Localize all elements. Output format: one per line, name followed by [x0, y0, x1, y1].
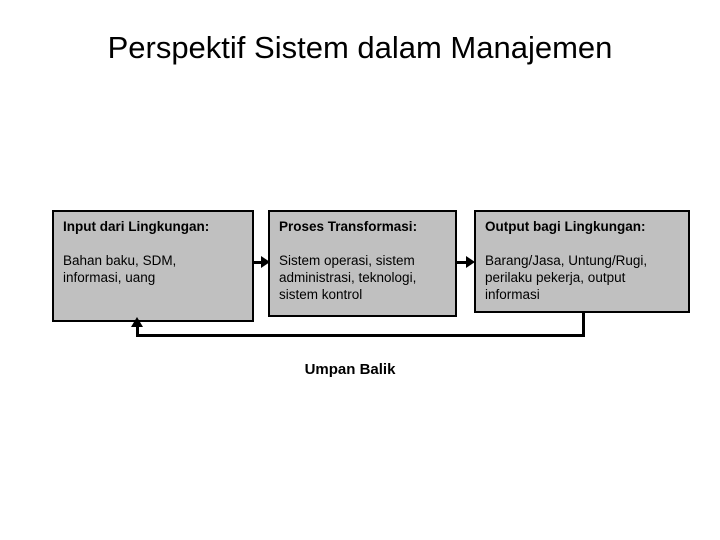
arrow-shaft	[254, 261, 262, 264]
feedback-connector-horizontal	[136, 334, 585, 337]
node-input-body: Bahan baku, SDM, informasi, uang	[63, 253, 177, 285]
arrow-right-icon-input-to-process	[254, 256, 270, 269]
node-process-header: Proses Transformasi:	[279, 219, 418, 234]
arrow-head	[261, 256, 270, 268]
node-output-header: Output bagi Lingkungan:	[485, 219, 646, 234]
arrow-head	[466, 256, 475, 268]
arrow-up-icon-feedback	[131, 317, 143, 327]
arrow-right-icon-process-to-output	[457, 256, 475, 269]
node-output-body: Barang/Jasa, Untung/Rugi, perilaku peker…	[485, 253, 648, 302]
feedback-connector-vertical-right	[582, 313, 585, 336]
page-title: Perspektif Sistem dalam Manajemen	[107, 30, 613, 65]
diagram-node-input[interactable]: Input dari Lingkungan: Bahan baku, SDM, …	[52, 210, 254, 322]
node-input-header: Input dari Lingkungan:	[63, 219, 210, 234]
feedback-label: Umpan Balik	[304, 361, 396, 378]
node-process-body: Sistem operasi, sistem administrasi, tek…	[279, 253, 417, 302]
arrow-shaft	[457, 261, 467, 264]
diagram-node-output[interactable]: Output bagi Lingkungan: Barang/Jasa, Unt…	[474, 210, 690, 313]
diagram-node-process[interactable]: Proses Transformasi: Sistem operasi, sis…	[268, 210, 457, 317]
feedback-connector-vertical-left	[136, 327, 139, 337]
